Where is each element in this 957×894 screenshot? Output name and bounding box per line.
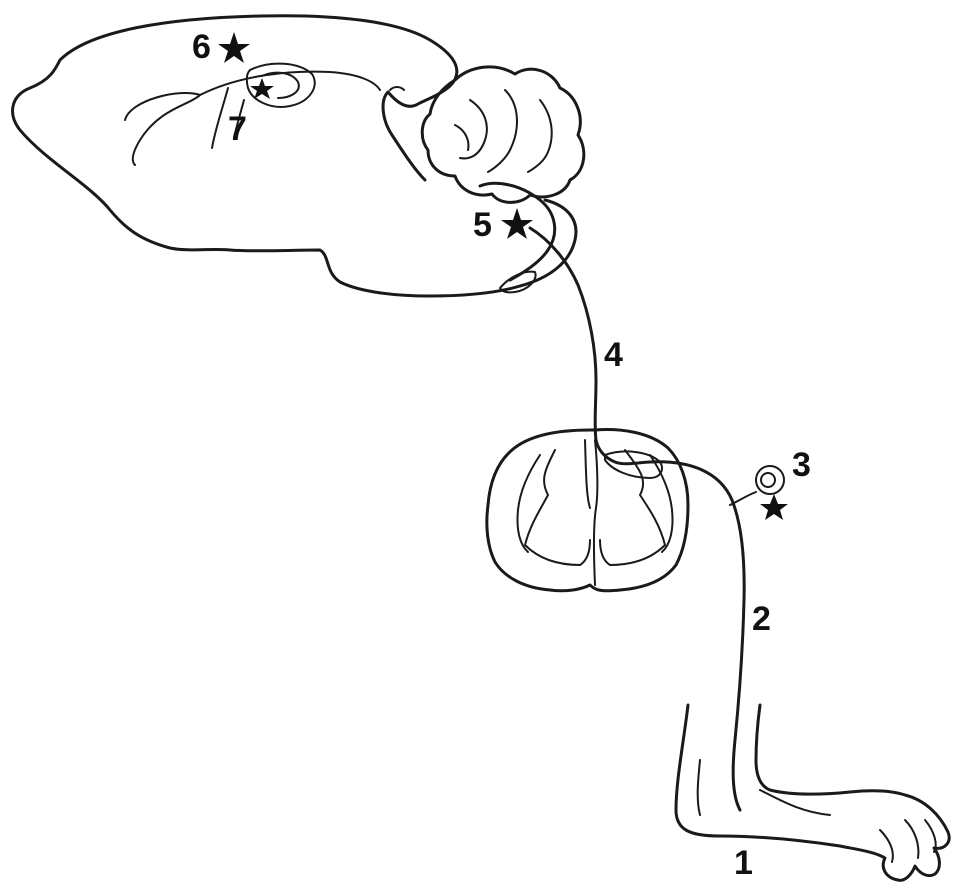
peripheral-nerve (650, 462, 744, 810)
spinothalamic-tract (530, 228, 650, 464)
label-6: 6 (192, 28, 211, 66)
label-1: 1 (734, 844, 753, 882)
brain-outline (13, 16, 576, 296)
label-3: 3 (792, 446, 811, 484)
star-marker-6 (218, 32, 250, 63)
dorsal-root-branch (730, 492, 756, 505)
label-2: 2 (752, 600, 771, 638)
arm-outline (676, 705, 949, 880)
star-marker-5 (501, 208, 533, 239)
cerebellum-outline (422, 67, 584, 202)
star-marker-3 (760, 494, 788, 520)
label-4: 4 (604, 336, 623, 374)
spinal-cord-section (487, 430, 688, 591)
label-7: 7 (228, 110, 247, 148)
dorsal-root-ganglion-inner (761, 473, 775, 487)
label-5: 5 (473, 206, 492, 244)
